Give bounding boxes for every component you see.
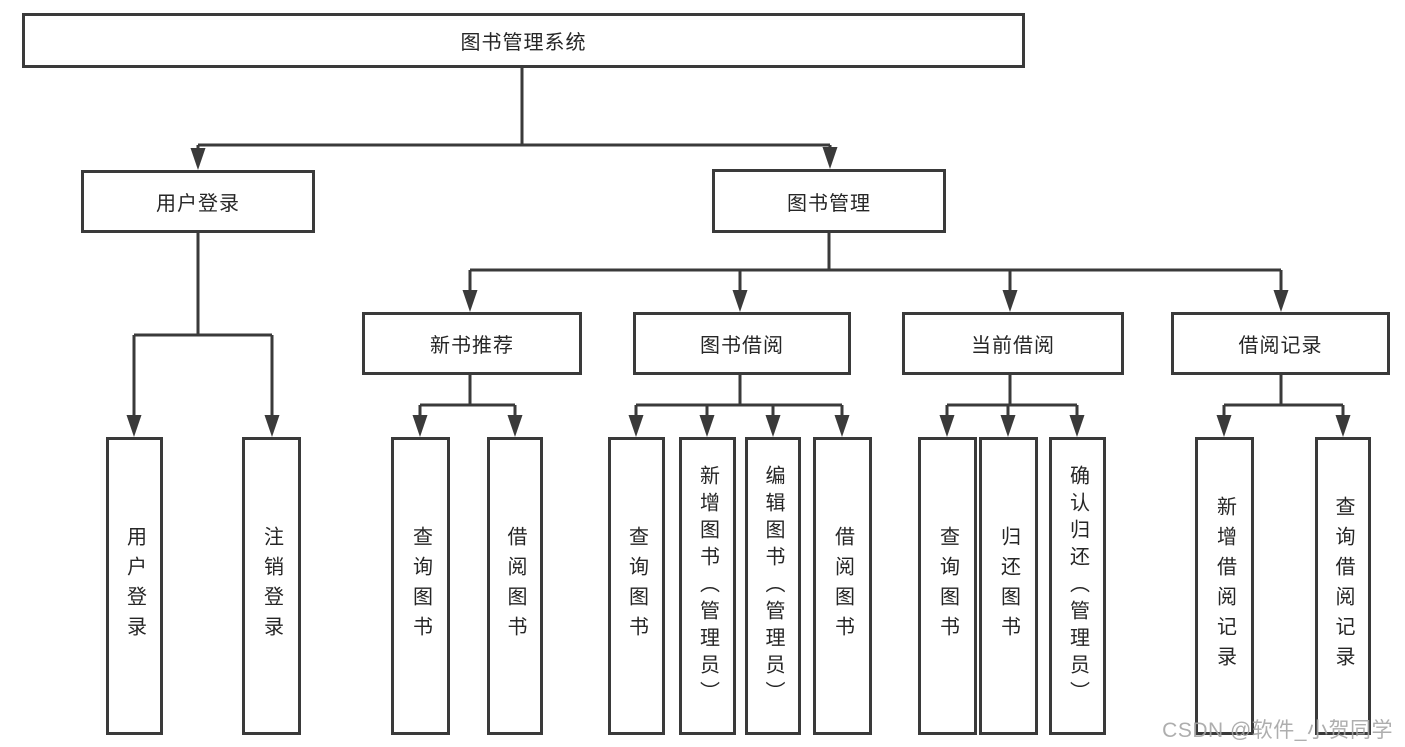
node-book-management: 图书管理 bbox=[712, 169, 946, 233]
connector-root-to-level2 bbox=[190, 68, 838, 170]
node-label: 用户登录 bbox=[156, 193, 240, 215]
leaf-borrow-books-recommend: 借阅图书 bbox=[487, 437, 543, 735]
leaf-query-books-recommend: 查询图书 bbox=[391, 437, 450, 735]
node-user-login: 用户登录 bbox=[81, 170, 315, 233]
connector-bookmgmt-to-level3 bbox=[462, 233, 1289, 312]
leaf-add-borrow-record: 新增借阅记录 bbox=[1195, 437, 1254, 735]
node-label: 编辑图书（管理员） bbox=[762, 464, 784, 708]
node-label: 新书推荐 bbox=[430, 335, 514, 357]
node-label: 归还图书 bbox=[997, 526, 1020, 646]
node-label: 确认归还（管理员） bbox=[1066, 464, 1089, 708]
node-label: 新增图书（管理员） bbox=[696, 464, 719, 708]
node-label: 借阅图书 bbox=[831, 526, 854, 646]
connector-bookborrow-to-leaves bbox=[628, 375, 850, 437]
leaf-confirm-return-admin: 确认归还（管理员） bbox=[1049, 437, 1106, 735]
leaf-add-books-admin: 新增图书（管理员） bbox=[679, 437, 736, 735]
leaf-user-login: 用户登录 bbox=[106, 437, 163, 735]
csdn-watermark: CSDN @软件_小贺同学 bbox=[1162, 719, 1393, 742]
node-label: 查询图书 bbox=[625, 526, 648, 646]
node-label: 图书借阅 bbox=[700, 335, 784, 357]
leaf-logout: 注销登录 bbox=[242, 437, 301, 735]
leaf-edit-books-admin: 编辑图书（管理员） bbox=[745, 437, 801, 735]
node-borrowing-records: 借阅记录 bbox=[1171, 312, 1390, 375]
node-label: 查询图书 bbox=[409, 526, 432, 646]
node-new-book-recommendation: 新书推荐 bbox=[362, 312, 582, 375]
node-label: 查询借阅记录 bbox=[1332, 496, 1354, 676]
node-library-management-system: 图书管理系统 bbox=[22, 13, 1025, 68]
node-current-borrowing: 当前借阅 bbox=[902, 312, 1124, 375]
node-label: 图书管理系统 bbox=[460, 32, 587, 54]
node-label: 当前借阅 bbox=[971, 335, 1055, 357]
leaf-query-borrow-record: 查询借阅记录 bbox=[1315, 437, 1371, 735]
connector-newbooks-to-leaves bbox=[412, 375, 523, 437]
node-label: 借阅记录 bbox=[1238, 335, 1323, 357]
node-label: 借阅图书 bbox=[504, 526, 526, 646]
node-label: 查询图书 bbox=[936, 526, 959, 646]
leaf-return-books: 归还图书 bbox=[979, 437, 1038, 735]
leaf-query-books-current: 查询图书 bbox=[918, 437, 977, 735]
node-label: 新增借阅记录 bbox=[1213, 496, 1236, 676]
node-book-borrowing: 图书借阅 bbox=[633, 312, 851, 375]
node-label: 注销登录 bbox=[260, 526, 283, 646]
connector-userlogin-to-leaves bbox=[126, 233, 280, 437]
leaf-borrow-books-borrowing: 借阅图书 bbox=[813, 437, 872, 735]
node-label: 用户登录 bbox=[123, 526, 146, 646]
node-label: 图书管理 bbox=[787, 192, 871, 215]
connector-currentborrow-to-leaves bbox=[939, 375, 1085, 437]
leaf-query-books-borrowing: 查询图书 bbox=[608, 437, 665, 735]
connector-borrowrecords-to-leaves bbox=[1216, 375, 1351, 437]
